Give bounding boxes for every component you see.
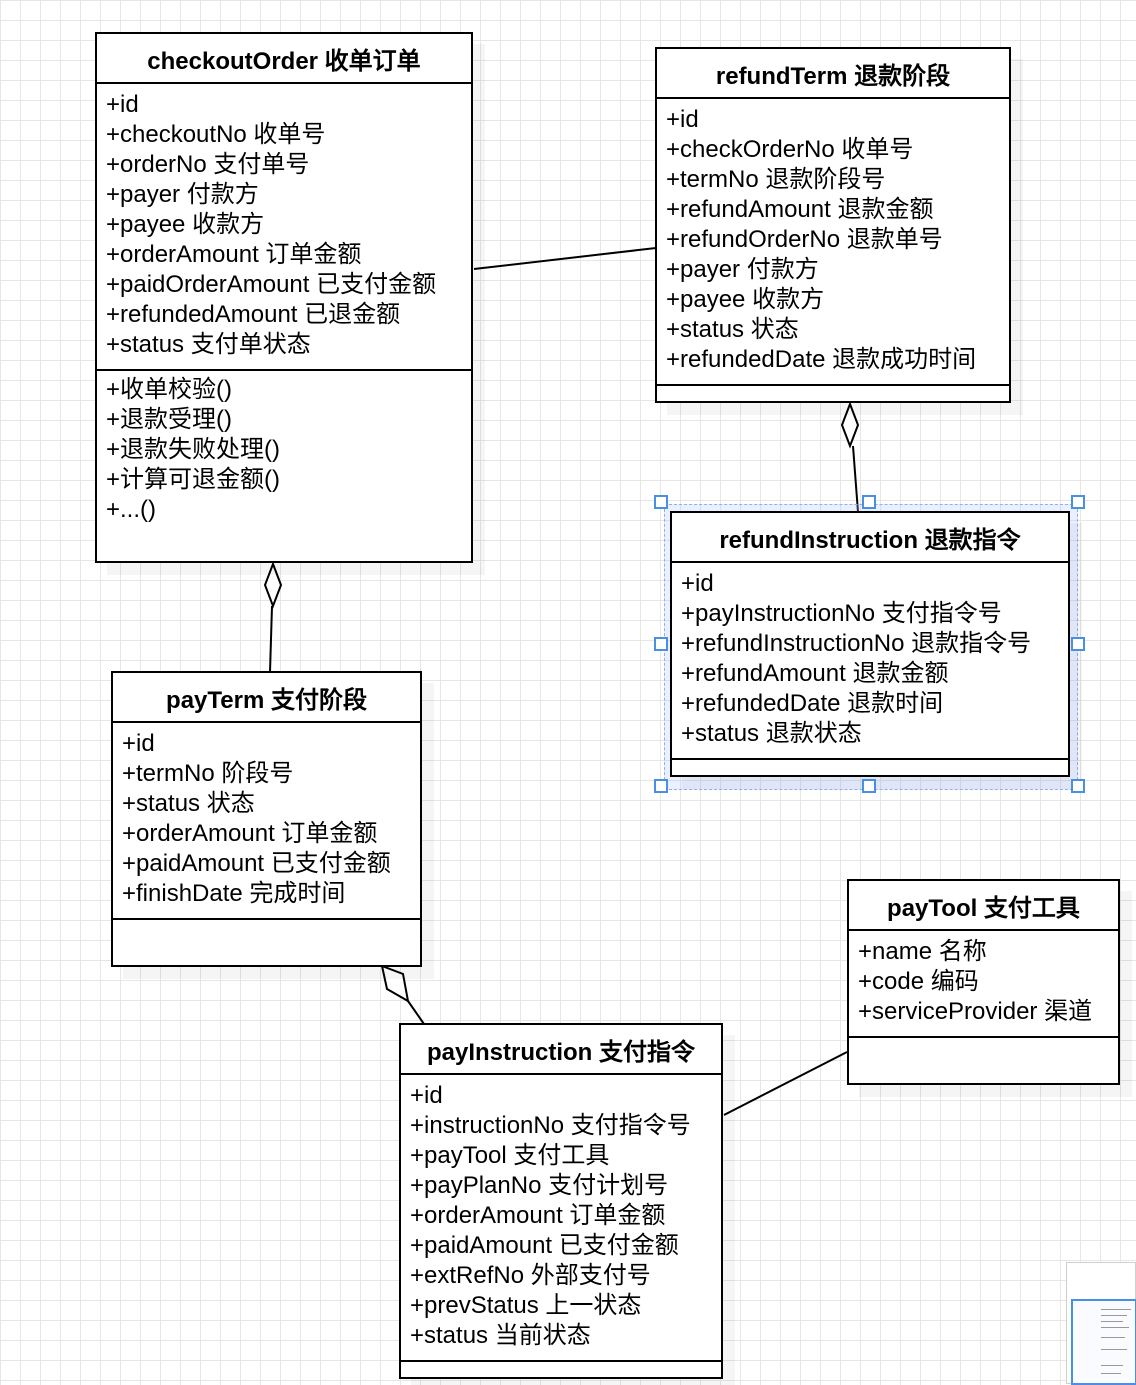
attribute-row[interactable]: +payer 付款方 xyxy=(106,181,259,208)
attribute-row[interactable]: +status 状态 xyxy=(122,790,255,817)
aggregation-diamond-refundterm xyxy=(840,401,860,449)
class-title[interactable]: checkoutOrder 收单订单 xyxy=(97,34,471,84)
attribute-row[interactable]: +payTool 支付工具 xyxy=(410,1142,610,1169)
resize-handle-s[interactable] xyxy=(862,779,876,793)
minimap-shape xyxy=(1101,1327,1129,1328)
resize-handle-ne[interactable] xyxy=(1071,495,1085,509)
attribute-list[interactable]: +id +checkoutNo 收单号 +orderNo 支付单号 +payer 付款… xyxy=(97,84,471,371)
attribute-row[interactable]: +refundOrderNo 退款单号 xyxy=(666,226,943,253)
outline-minimap[interactable] xyxy=(1066,1262,1136,1385)
attribute-row[interactable]: +serviceProvider 渠道 xyxy=(858,998,1093,1025)
class-payInstruction[interactable]: payInstruction 支付指令 +id +instructionNo 支付… xyxy=(399,1023,723,1379)
attribute-row[interactable]: +refundInstructionNo 退款指令号 xyxy=(681,630,1032,657)
minimap-shape xyxy=(1101,1321,1123,1322)
attribute-row[interactable]: +paidAmount 已支付金额 xyxy=(410,1232,679,1259)
aggregation-line-payterm[interactable] xyxy=(407,1000,425,1025)
attribute-row[interactable]: +id xyxy=(666,106,699,133)
aggregation-line-refundterm[interactable] xyxy=(852,445,859,513)
minimap-shape xyxy=(1101,1337,1125,1338)
attribute-row[interactable]: +payer 付款方 xyxy=(666,256,819,283)
attribute-row[interactable]: +name 名称 xyxy=(858,938,987,965)
attribute-row[interactable]: +id xyxy=(681,570,714,597)
resize-handle-w[interactable] xyxy=(654,637,668,651)
operation-list[interactable] xyxy=(113,920,420,965)
operation-list[interactable]: +收单校验() +退款受理() +退款失败处理() +计算可退金额() +...() xyxy=(97,371,471,561)
class-refundInstruction[interactable]: refundInstruction 退款指令 +id +payInstructio… xyxy=(670,511,1070,777)
class-payTerm[interactable]: payTerm 支付阶段 +id +termNo 阶段号 +status 状态 +or… xyxy=(111,671,422,967)
attribute-list[interactable]: +id +instructionNo 支付指令号 +payTool 支付工具 +pay… xyxy=(401,1075,721,1362)
class-title[interactable]: payInstruction 支付指令 xyxy=(401,1025,721,1075)
minimap-shape xyxy=(1101,1315,1127,1316)
resize-handle-sw[interactable] xyxy=(654,779,668,793)
attribute-row[interactable]: +status 状态 xyxy=(666,316,799,343)
attribute-row[interactable]: +checkOrderNo 收单号 xyxy=(666,136,914,163)
operation-row[interactable]: +退款受理() xyxy=(106,406,232,433)
attribute-row[interactable]: +refundAmount 退款金额 xyxy=(666,196,934,223)
class-checkoutOrder[interactable]: checkoutOrder 收单订单 +id +checkoutNo 收单号 +or… xyxy=(95,32,473,563)
attribute-list[interactable]: +id +payInstructionNo 支付指令号 +refundInstruc… xyxy=(672,563,1068,760)
attribute-row[interactable]: +prevStatus 上一状态 xyxy=(410,1292,642,1319)
attribute-row[interactable]: +termNo 退款阶段号 xyxy=(666,166,886,193)
attribute-row[interactable]: +paidAmount 已支付金额 xyxy=(122,850,391,877)
aggregation-diamond-payterm xyxy=(380,964,410,1003)
class-payTool[interactable]: payTool 支付工具 +name 名称 +code 编码 +servicePro… xyxy=(847,879,1120,1085)
resize-handle-e[interactable] xyxy=(1071,637,1085,651)
operation-list[interactable] xyxy=(672,760,1068,775)
attribute-row[interactable]: +orderAmount 订单金额 xyxy=(122,820,378,847)
attribute-row[interactable]: +finishDate 完成时间 xyxy=(122,880,346,907)
operation-list[interactable] xyxy=(849,1038,1118,1083)
association-checkout-refundterm[interactable] xyxy=(473,247,657,270)
minimap-shape xyxy=(1101,1349,1127,1350)
attribute-list[interactable]: +id +checkOrderNo 收单号 +termNo 退款阶段号 +refund… xyxy=(657,99,1009,386)
operation-list[interactable] xyxy=(401,1362,721,1377)
attribute-row[interactable]: +checkoutNo 收单号 xyxy=(106,121,326,148)
operation-row[interactable]: +...() xyxy=(106,496,157,523)
class-refundTerm[interactable]: refundTerm 退款阶段 +id +checkOrderNo 收单号 +ter… xyxy=(655,47,1011,403)
class-title[interactable]: payTerm 支付阶段 xyxy=(113,673,420,723)
attribute-row[interactable]: +payInstructionNo 支付指令号 xyxy=(681,600,1002,627)
attribute-row[interactable]: +orderNo 支付单号 xyxy=(106,151,310,178)
attribute-row[interactable]: +payee 收款方 xyxy=(106,211,265,238)
attribute-row[interactable]: +payee 收款方 xyxy=(666,286,825,313)
minimap-shape xyxy=(1101,1373,1121,1374)
attribute-row[interactable]: +status 退款状态 xyxy=(681,720,862,747)
class-title[interactable]: refundTerm 退款阶段 xyxy=(657,49,1009,99)
attribute-list[interactable]: +id +termNo 阶段号 +status 状态 +orderAmount 订单金… xyxy=(113,723,420,920)
operation-row[interactable]: +收单校验() xyxy=(106,376,232,403)
attribute-row[interactable]: +code 编码 xyxy=(858,968,979,995)
minimap-shape xyxy=(1101,1309,1131,1310)
resize-handle-nw[interactable] xyxy=(654,495,668,509)
class-title[interactable]: refundInstruction 退款指令 xyxy=(672,513,1068,563)
attribute-row[interactable]: +refundedDate 退款时间 xyxy=(681,690,944,717)
association-payinstruction-paytool[interactable] xyxy=(723,1051,848,1116)
attribute-row[interactable]: +status 当前状态 xyxy=(410,1322,591,1349)
attribute-row[interactable]: +id xyxy=(410,1082,443,1109)
attribute-row[interactable]: +refundAmount 退款金额 xyxy=(681,660,949,687)
operation-row[interactable]: +退款失败处理() xyxy=(106,436,280,463)
attribute-row[interactable]: +instructionNo 支付指令号 xyxy=(410,1112,691,1139)
attribute-row[interactable]: +refundedDate 退款成功时间 xyxy=(666,346,977,373)
operation-row[interactable]: +计算可退金额() xyxy=(106,466,280,493)
attribute-row[interactable]: +id xyxy=(122,730,155,757)
minimap-shape xyxy=(1101,1365,1123,1366)
attribute-row[interactable]: +paidOrderAmount 已支付金额 xyxy=(106,271,437,298)
operation-list[interactable] xyxy=(657,386,1009,401)
attribute-row[interactable]: +termNo 阶段号 xyxy=(122,760,294,787)
class-title[interactable]: payTool 支付工具 xyxy=(849,881,1118,931)
minimap-viewport[interactable] xyxy=(1071,1299,1136,1385)
resize-handle-n[interactable] xyxy=(862,495,876,509)
resize-handle-se[interactable] xyxy=(1071,779,1085,793)
attribute-row[interactable]: +refundedAmount 已退金额 xyxy=(106,301,401,328)
attribute-row[interactable]: +orderAmount 订单金额 xyxy=(106,241,362,268)
aggregation-line-checkout[interactable] xyxy=(269,605,273,673)
attribute-list[interactable]: +name 名称 +code 编码 +serviceProvider 渠道 xyxy=(849,931,1118,1038)
aggregation-diamond-checkout xyxy=(263,561,283,609)
attribute-row[interactable]: +extRefNo 外部支付号 xyxy=(410,1262,651,1289)
attribute-row[interactable]: +payPlanNo 支付计划号 xyxy=(410,1172,669,1199)
attribute-row[interactable]: +orderAmount 订单金额 xyxy=(410,1202,666,1229)
attribute-row[interactable]: +status 支付单状态 xyxy=(106,331,311,358)
attribute-row[interactable]: +id xyxy=(106,91,139,118)
